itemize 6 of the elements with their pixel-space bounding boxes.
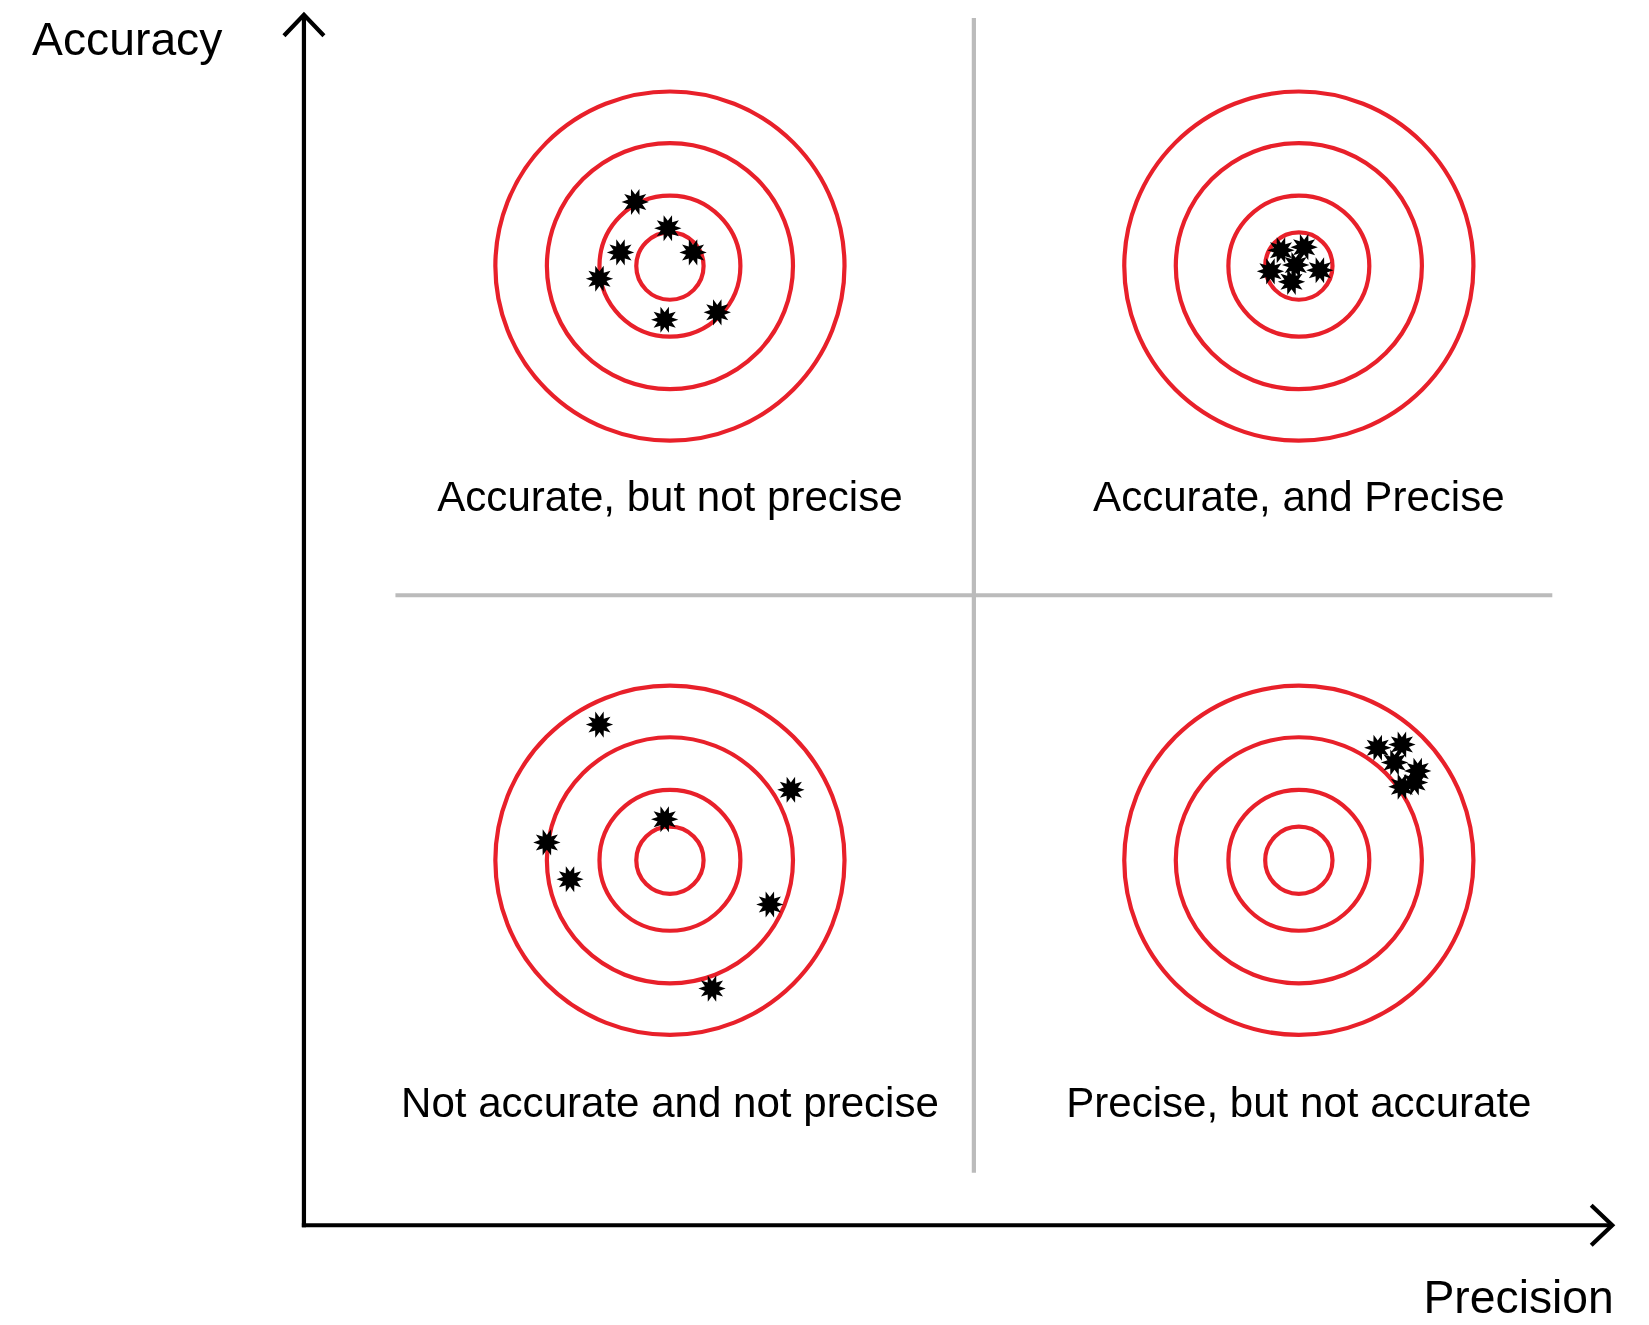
quadrant-caption: Accurate, but not precise [437,473,903,521]
axis-label: Accuracy [32,12,223,66]
quadrant-caption: Not accurate and not precise [401,1079,939,1127]
axis-label: Precision [1423,1270,1614,1324]
quadrant-caption: Accurate, and Precise [1093,473,1505,521]
quadrant-caption: Precise, but not accurate [1066,1079,1532,1127]
